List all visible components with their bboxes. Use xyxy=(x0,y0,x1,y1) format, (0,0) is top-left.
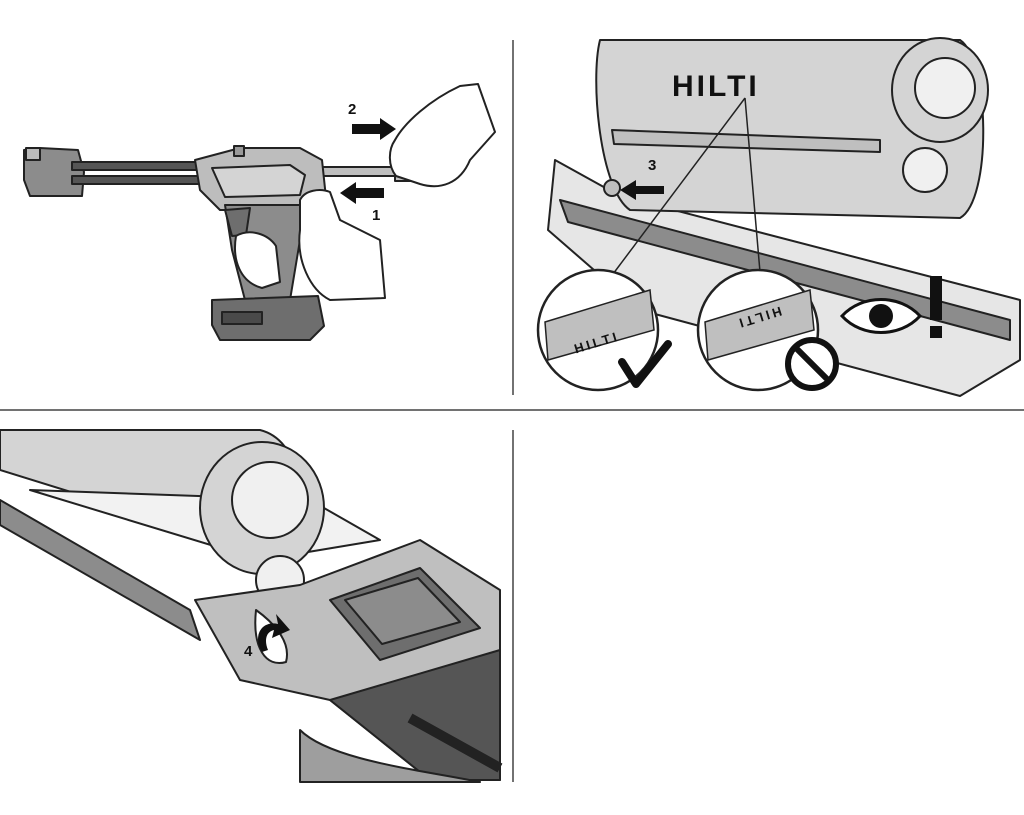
eye-exclamation-icon xyxy=(839,276,942,338)
check-mark-icon xyxy=(618,340,672,388)
arrow-step-2 xyxy=(352,118,396,140)
panel-1-dispenser-overview xyxy=(23,83,496,341)
panel-1-arrows xyxy=(340,118,396,204)
magnifier-correct: HILTI xyxy=(536,268,672,392)
callout-line-left xyxy=(609,97,746,279)
housing-panel xyxy=(211,164,306,198)
cartridge-port-lower xyxy=(902,147,948,193)
cartridge-seam xyxy=(611,129,881,153)
arrow-step-1 xyxy=(340,182,384,204)
magnifier-incorrect-label-strip xyxy=(704,289,815,361)
arrow-step-3 xyxy=(620,180,664,200)
cartridge-port-upper xyxy=(231,461,309,539)
callout-line-right xyxy=(744,97,761,273)
plunger-rod xyxy=(407,713,503,773)
prohibited-icon xyxy=(785,337,839,391)
cartridge-rail-upper xyxy=(71,161,211,171)
cartridge-port-upper xyxy=(914,57,976,119)
magnifier-correct-label-strip xyxy=(544,289,655,361)
hand-pressing-release xyxy=(298,189,386,301)
tool-top-inset xyxy=(344,577,461,645)
step-label-4: 4 xyxy=(244,643,253,660)
battery-release xyxy=(221,311,263,325)
battery-pack xyxy=(211,295,325,341)
brand-label-large: HILTI xyxy=(672,70,760,103)
cartridge-release-button xyxy=(603,179,621,197)
rotate-arrow-step-4 xyxy=(257,614,290,652)
step-label-1: 1 xyxy=(372,207,380,224)
holder-rail-front xyxy=(0,499,201,641)
magnifier-incorrect: HILTI xyxy=(696,268,839,392)
step-label-3: 3 xyxy=(648,157,656,174)
panel-dividers xyxy=(0,40,1024,782)
panel-3-cartridge-lock xyxy=(0,429,503,783)
housing-knob xyxy=(233,145,245,157)
hand-holding-grip xyxy=(234,231,281,289)
hand-pulling-plunger xyxy=(388,83,496,188)
step-label-2: 2 xyxy=(348,101,356,118)
front-cap-knob xyxy=(25,147,41,161)
tool-handle-edge xyxy=(299,729,481,783)
cartridge-rail-lower xyxy=(71,175,211,185)
panel-2-callout-lines xyxy=(609,97,761,279)
plunger-rod xyxy=(317,166,399,177)
